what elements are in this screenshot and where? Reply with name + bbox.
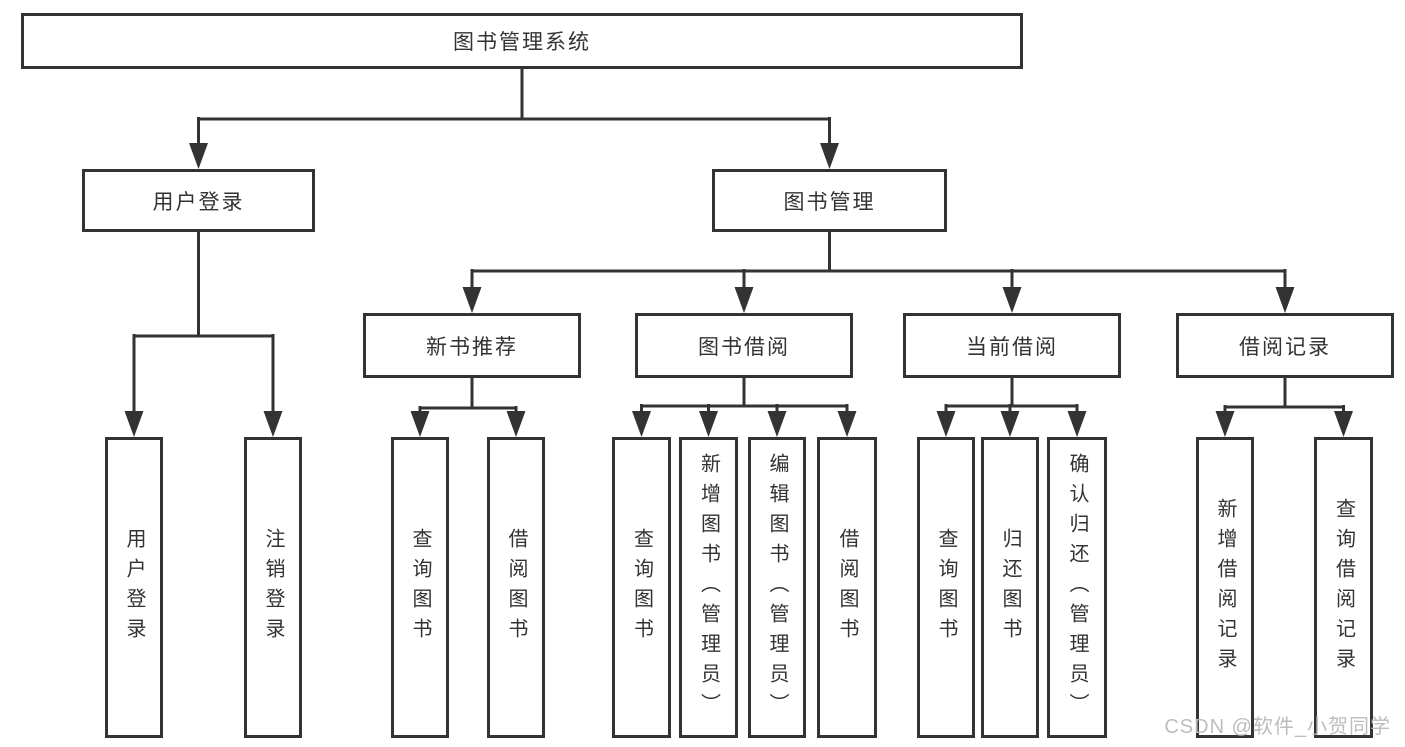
- arrowhead: [1002, 287, 1022, 313]
- connector-book-borrow: [640, 378, 849, 414]
- arrowhead: [820, 143, 839, 169]
- node-br-add-record: 新增借阅记录: [1196, 437, 1254, 738]
- arrowhead: [1334, 411, 1353, 437]
- node-new-book-rec: 新书推荐: [363, 313, 581, 378]
- arrowhead: [1000, 411, 1020, 437]
- arrowhead: [767, 411, 787, 437]
- node-bb-borrow-book: 借阅图书: [817, 437, 877, 738]
- connector-root: [197, 68, 831, 146]
- node-borrow-record: 借阅记录: [1176, 313, 1394, 378]
- connector-current-borrow: [944, 378, 1079, 414]
- arrowhead: [189, 143, 208, 169]
- arrowhead: [936, 411, 956, 437]
- connector-user-login: [132, 232, 275, 414]
- node-user-login: 用户登录: [82, 169, 315, 232]
- node-current-borrow: 当前借阅: [903, 313, 1121, 378]
- node-bb-add-book: 新增图书（管理员）: [679, 437, 738, 738]
- node-cb-return-book: 归还图书: [981, 437, 1039, 738]
- node-leaf-logout: 注销登录: [244, 437, 302, 738]
- arrowhead: [734, 287, 754, 313]
- node-cb-confirm-return: 确认归还（管理员）: [1047, 437, 1107, 738]
- arrowhead: [410, 411, 430, 437]
- connector-borrow-record: [1223, 378, 1345, 414]
- csdn-watermark: CSDN @软件_小贺同学: [1164, 716, 1391, 738]
- arrowhead: [1067, 411, 1087, 437]
- arrowhead: [837, 411, 857, 437]
- arrowhead: [124, 411, 144, 437]
- connector-book-mgmt: [470, 232, 1287, 290]
- node-root: 图书管理系统: [21, 13, 1023, 69]
- arrowhead: [632, 411, 651, 437]
- node-rec-query-book: 查询图书: [391, 437, 449, 738]
- node-book-mgmt: 图书管理: [712, 169, 947, 232]
- node-cb-query-book: 查询图书: [917, 437, 975, 738]
- arrowhead: [1215, 411, 1235, 437]
- node-book-borrow: 图书借阅: [635, 313, 853, 378]
- arrowhead: [263, 411, 283, 437]
- arrowheads: [124, 143, 1353, 437]
- node-leaf-user-login: 用户登录: [105, 437, 163, 738]
- node-rec-borrow-book: 借阅图书: [487, 437, 545, 738]
- node-bb-edit-book: 编辑图书（管理员）: [748, 437, 806, 738]
- connector-new-book-rec: [418, 378, 518, 414]
- arrowhead: [1275, 287, 1295, 313]
- arrowhead: [506, 411, 526, 437]
- arrowhead: [699, 411, 718, 437]
- arrowhead: [462, 287, 482, 313]
- node-br-query-record: 查询借阅记录: [1314, 437, 1373, 738]
- node-bb-query-book: 查询图书: [612, 437, 671, 738]
